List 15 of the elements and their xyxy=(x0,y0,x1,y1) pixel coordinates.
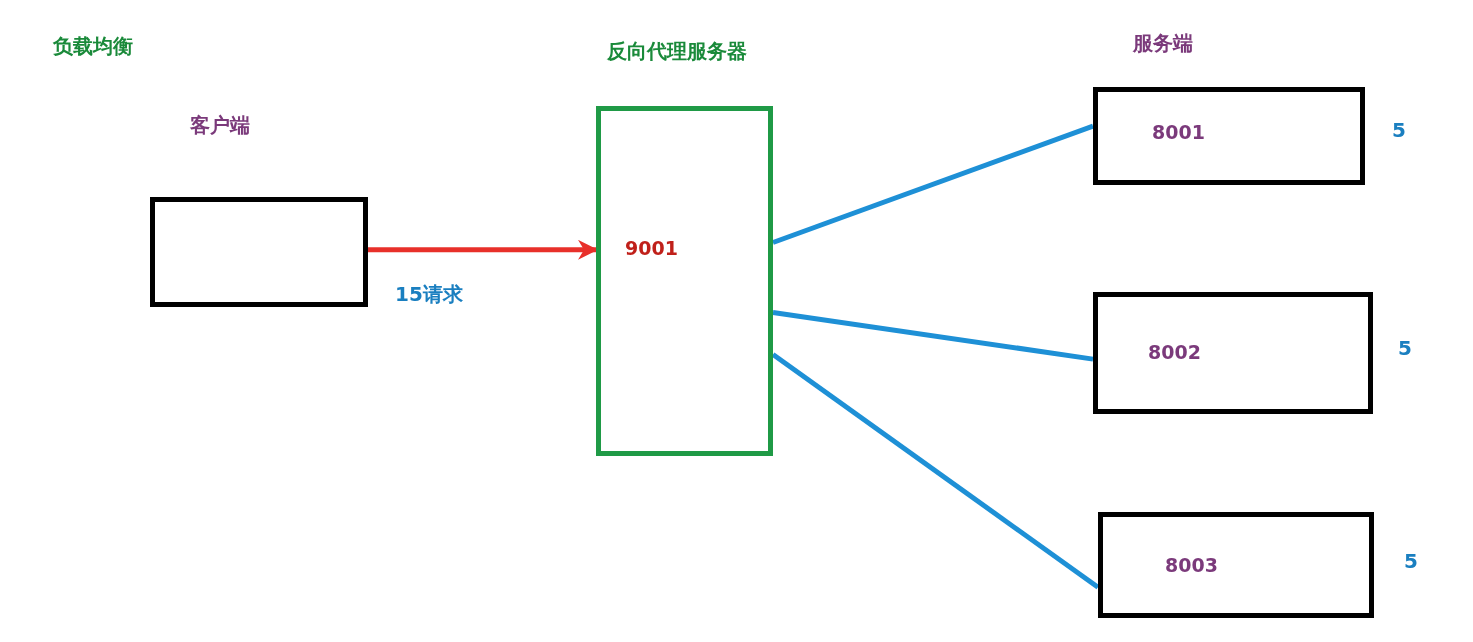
arrow xyxy=(368,239,598,260)
request-count: 5 xyxy=(1398,336,1412,360)
diagram-title: 负载均衡 xyxy=(53,33,133,60)
group-heading: 服务端 xyxy=(1133,30,1193,57)
connector-line xyxy=(772,123,1094,245)
port-number: 9001 xyxy=(625,237,678,259)
connector-line xyxy=(771,352,1100,590)
request-count: 5 xyxy=(1392,118,1406,142)
box-heading: 反向代理服务器 xyxy=(607,38,747,65)
port-number: 8001 xyxy=(1152,121,1205,143)
port-number: 8003 xyxy=(1165,554,1218,576)
box-heading: 客户端 xyxy=(190,112,250,139)
port-number: 8002 xyxy=(1148,341,1201,363)
request-count: 5 xyxy=(1404,549,1418,573)
connector-line xyxy=(772,310,1094,362)
